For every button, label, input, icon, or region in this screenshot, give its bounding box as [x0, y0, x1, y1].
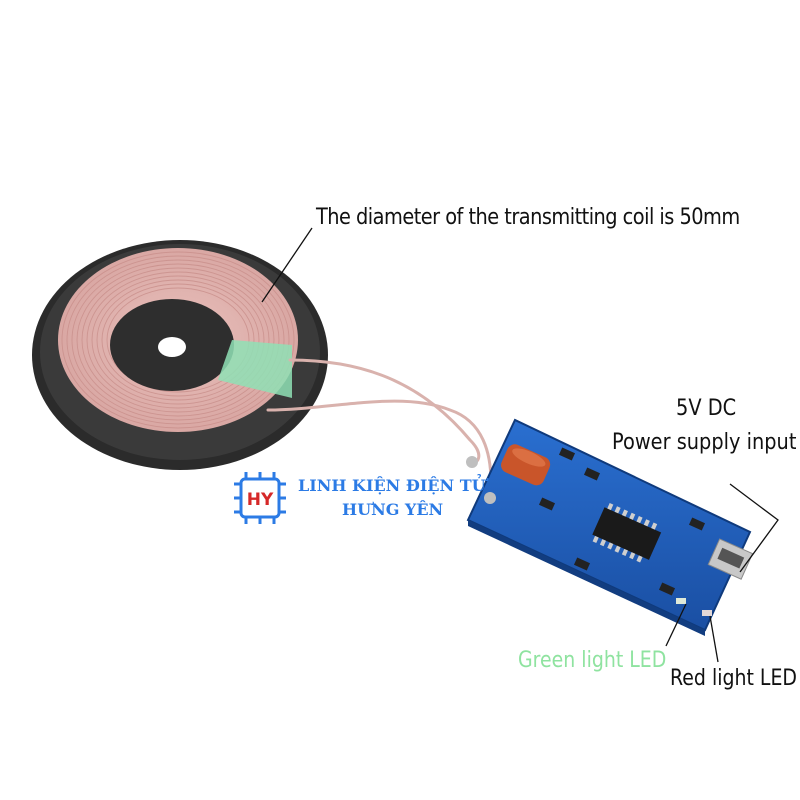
- coil-turns: [61, 251, 295, 429]
- green-led: [676, 598, 686, 604]
- shop-logo: HY: [234, 472, 286, 524]
- receiver-pcb: [466, 418, 754, 636]
- green-led-annotation: Green light LED: [518, 648, 667, 673]
- coil-diameter-annotation: The diameter of the transmitting coil is…: [316, 205, 740, 230]
- pointer-lines: [261, 227, 779, 663]
- shop-name-line-2: HƯNG YÊN: [342, 500, 444, 519]
- power-input-annotation: Power supply input: [612, 430, 797, 455]
- smd-components: [538, 447, 706, 596]
- capacitor: [501, 444, 551, 486]
- red-led: [702, 610, 712, 616]
- power-voltage-annotation: 5V DC: [676, 396, 737, 421]
- svg-text:HY: HY: [247, 490, 274, 510]
- green-tape: [218, 340, 292, 398]
- coil-center-hole: [158, 337, 186, 357]
- shop-name-line-1: LINH KIỆN ĐIỆN TỬ: [298, 476, 486, 495]
- red-led-annotation: Red light LED: [670, 666, 797, 691]
- wireless-coil: [32, 240, 328, 470]
- coil-leads: [266, 358, 493, 502]
- ic-chip: [592, 503, 662, 563]
